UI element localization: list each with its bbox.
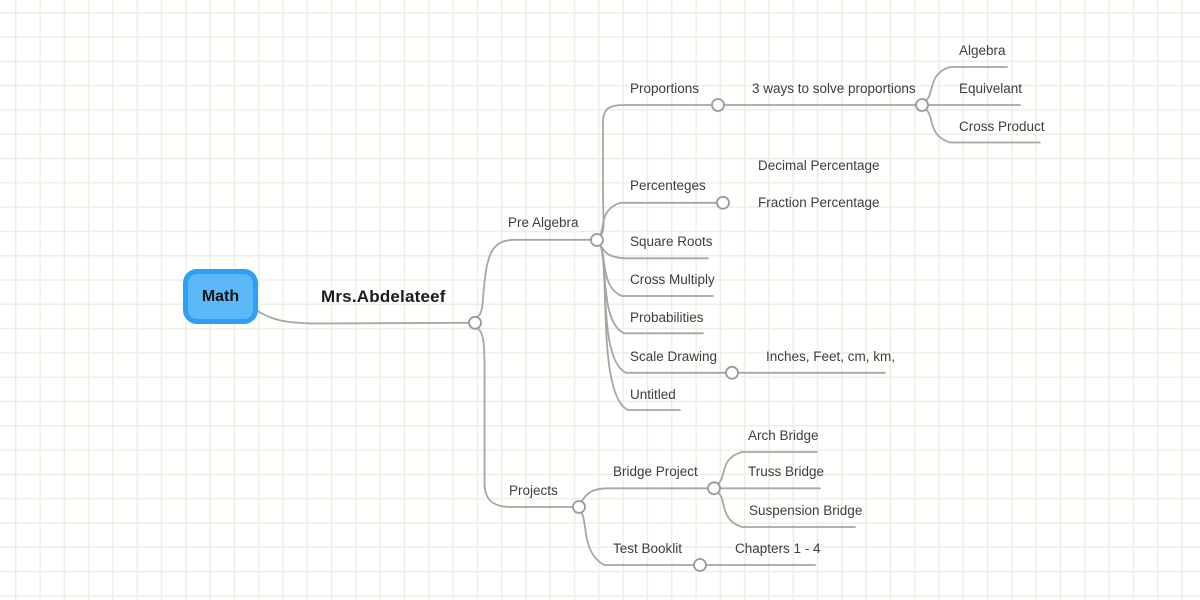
node-equivelant[interactable]: Equivelant (959, 81, 1023, 96)
node-three-ways[interactable]: 3 ways to solve proportions (752, 81, 916, 96)
toggle-projects[interactable] (572, 500, 586, 514)
edge-projects-bridgeproject (580, 487, 709, 503)
node-math-label: Math (201, 287, 240, 305)
edge-projects-testbooklit (580, 511, 695, 566)
node-suspension-bridge[interactable]: Suspension Bridge (749, 503, 863, 518)
edge-threeways-crossproduct (925, 109, 1041, 144)
node-decimal-percentage[interactable]: Decimal Percentage (758, 158, 880, 173)
edge-bridgeproject-archbridge (717, 451, 818, 485)
node-square-roots[interactable]: Square Roots (630, 234, 713, 249)
node-mrs-abdelateef[interactable]: Mrs.Abdelateef (321, 287, 446, 306)
edge-prealgebra-proportions (600, 104, 713, 236)
node-test-booklit[interactable]: Test Booklit (613, 541, 683, 556)
node-fraction-percentage[interactable]: Fraction Percentage (758, 195, 880, 210)
node-scale-drawing[interactable]: Scale Drawing (630, 349, 718, 364)
edge-bridgeproject-suspensionbridge (717, 492, 856, 528)
node-cross-product[interactable]: Cross Product (959, 119, 1045, 134)
edge-teacher-prealgebra (476, 238, 592, 318)
node-algebra[interactable]: Algebra (959, 43, 1006, 58)
toggle-proportions[interactable] (711, 98, 725, 112)
toggle-three-ways[interactable] (915, 98, 929, 112)
toggle-scale-drawing[interactable] (725, 365, 739, 380)
toggle-pre-algebra[interactable] (590, 233, 604, 247)
edge-prealgebra-percenteges (599, 201, 718, 236)
node-proportions[interactable]: Proportions (630, 81, 700, 96)
node-untitled[interactable]: Untitled (630, 387, 676, 402)
toggle-teacher[interactable] (468, 315, 482, 330)
node-probabilities[interactable]: Probabilities (630, 310, 704, 325)
edge-prealgebra-untitled (599, 244, 681, 411)
node-percenteges[interactable]: Percenteges (630, 178, 706, 193)
node-chapters[interactable]: Chapters 1 - 4 (735, 541, 821, 556)
node-cross-multiply[interactable]: Cross Multiply (630, 272, 715, 287)
node-pre-algebra[interactable]: Pre Algebra (508, 215, 579, 230)
node-arch-bridge[interactable]: Arch Bridge (748, 428, 819, 443)
toggle-bridge-project[interactable] (707, 481, 721, 496)
edge-teacher-projects (476, 327, 574, 508)
edge-prealgebra-crossmultiply (599, 244, 714, 297)
edge-threeways-algebra (925, 66, 1008, 101)
node-projects[interactable]: Projects (509, 483, 558, 498)
node-truss-bridge[interactable]: Truss Bridge (748, 464, 825, 479)
node-bridge-project[interactable]: Bridge Project (613, 464, 698, 479)
node-math[interactable]: Math (183, 269, 258, 324)
toggle-percenteges[interactable] (716, 195, 730, 210)
toggle-test-booklit[interactable] (693, 558, 707, 572)
edge-math-teacher (255, 309, 469, 325)
node-units[interactable]: Inches, Feet, cm, km, (766, 349, 896, 364)
